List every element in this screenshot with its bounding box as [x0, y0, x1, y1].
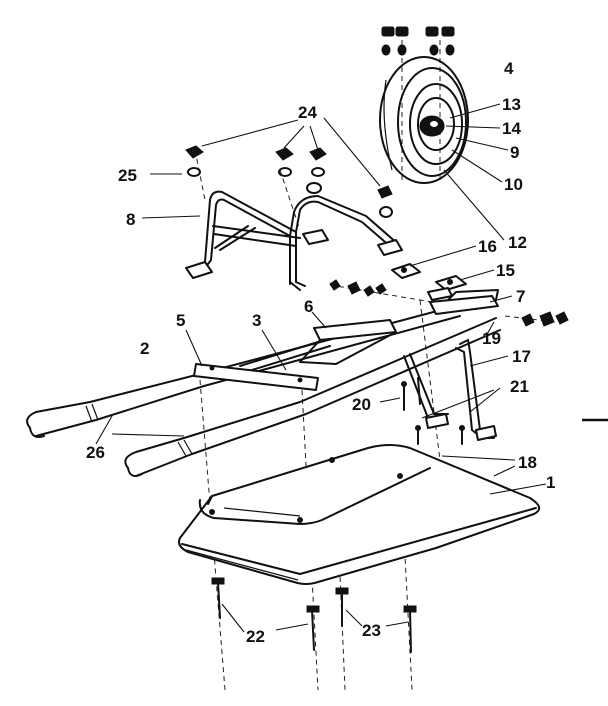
part-label-21: 21	[510, 377, 529, 396]
part-label-19: 19	[482, 329, 501, 348]
part-label-12: 12	[508, 233, 527, 252]
part-label-14: 14	[502, 119, 521, 138]
part-label-6: 6	[304, 297, 313, 316]
part-label-18: 18	[518, 453, 537, 472]
washer-icon	[278, 167, 292, 177]
washer-icon	[187, 167, 201, 177]
washer-icon	[445, 44, 455, 56]
part-label-1: 1	[546, 473, 555, 492]
wheelbarrow-tray	[178, 444, 541, 585]
washer-icon	[311, 167, 325, 177]
part-label-3: 3	[252, 311, 261, 330]
tray-bolts	[211, 577, 417, 653]
nut-icon	[441, 26, 455, 37]
axle-brackets	[391, 263, 467, 301]
washer-icon	[397, 44, 407, 56]
part-label-22: 22	[246, 627, 265, 646]
part-label-10: 10	[504, 175, 523, 194]
frame-handles	[26, 289, 501, 477]
nut-icon	[377, 185, 393, 199]
nut-icon	[309, 147, 327, 161]
part-label-20: 20	[352, 395, 371, 414]
part-label-9: 9	[510, 143, 519, 162]
wheel-assembly	[379, 56, 469, 184]
leader-lines	[95, 103, 547, 633]
nut-icon	[275, 147, 294, 161]
part-label-8: 8	[126, 210, 135, 229]
frame-front-hardware	[329, 279, 569, 327]
part-label-17: 17	[512, 347, 531, 366]
wheel-hardware-stack	[381, 26, 455, 56]
washer-icon	[429, 44, 439, 56]
nut-icon	[395, 26, 409, 37]
nut-icon	[381, 26, 395, 37]
washer-icon	[306, 182, 322, 194]
leg-brace	[185, 190, 403, 291]
part-label-7: 7	[516, 287, 525, 306]
nut-icon	[185, 145, 204, 159]
leg-stands	[401, 339, 497, 445]
brace-hardware	[185, 145, 393, 218]
nut-icon	[425, 26, 439, 37]
part-label-25: 25	[118, 166, 137, 185]
washer-icon	[379, 206, 393, 218]
part-label-24: 24	[298, 103, 317, 122]
part-label-5: 5	[176, 311, 185, 330]
assembly-lines	[194, 40, 556, 691]
washer-icon	[381, 44, 391, 56]
part-label-16: 16	[478, 237, 497, 256]
part-label-13: 13	[502, 95, 521, 114]
part-label-4: 4	[504, 59, 514, 78]
part-label-2: 2	[140, 339, 149, 358]
part-label-23: 23	[362, 621, 381, 640]
part-label-15: 15	[496, 261, 515, 280]
part-label-26: 26	[86, 443, 105, 462]
part-labels: 24 25 8 4 13 14 9 10 12 16 15 7 6 5 3 2 …	[86, 59, 555, 646]
